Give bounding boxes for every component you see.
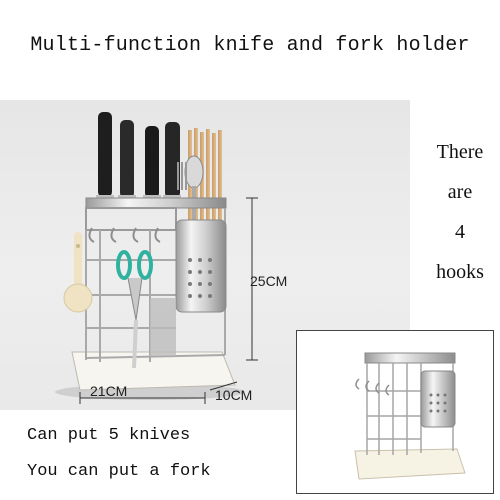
hooks xyxy=(88,227,161,243)
hanging-ladle xyxy=(63,232,93,313)
product-photo-main: 25CM 21CM 10CM xyxy=(0,100,410,410)
knife-handle-3 xyxy=(145,126,159,198)
spoon xyxy=(184,155,204,189)
caption-fork: You can put a fork xyxy=(27,462,211,481)
dimension-height-label: 25CM xyxy=(250,273,287,289)
hooks-note-line-4: hooks xyxy=(436,261,484,283)
inset-utensil-cup xyxy=(420,370,456,428)
hooks-note-line-2: are xyxy=(447,181,473,203)
knife-slot-bar xyxy=(85,197,227,209)
inset-hooks xyxy=(355,378,390,396)
knife-holder-illustration: 25CM 21CM 10CM xyxy=(55,112,287,404)
hooks-note-line-3: 4 xyxy=(455,221,465,243)
knife-handle-1 xyxy=(98,112,112,197)
inset-cup-holes xyxy=(429,393,447,413)
dimension-depth-label: 10CM xyxy=(215,387,252,403)
cup-holes xyxy=(188,258,212,298)
utensil-cup xyxy=(175,219,227,313)
knife-set xyxy=(96,112,181,201)
empty-holder-illustration xyxy=(354,352,466,480)
knife-handle-2 xyxy=(120,120,134,198)
hooks-note-line-1: There xyxy=(436,141,484,163)
fork xyxy=(177,162,187,190)
product-photo-inset xyxy=(296,330,494,494)
hooks-note: There are 4 hooks xyxy=(420,132,500,292)
caption-knives: Can put 5 knives xyxy=(27,426,191,445)
inset-drip-tray xyxy=(354,448,466,480)
knife-handle-4 xyxy=(165,122,180,198)
dimension-width-label: 21CM xyxy=(90,383,127,399)
product-title: Multi-function knife and fork holder xyxy=(30,34,470,57)
inset-knife-slot-bar xyxy=(364,352,456,364)
hanging-scissors xyxy=(116,250,153,369)
dimension-lines xyxy=(79,197,258,404)
